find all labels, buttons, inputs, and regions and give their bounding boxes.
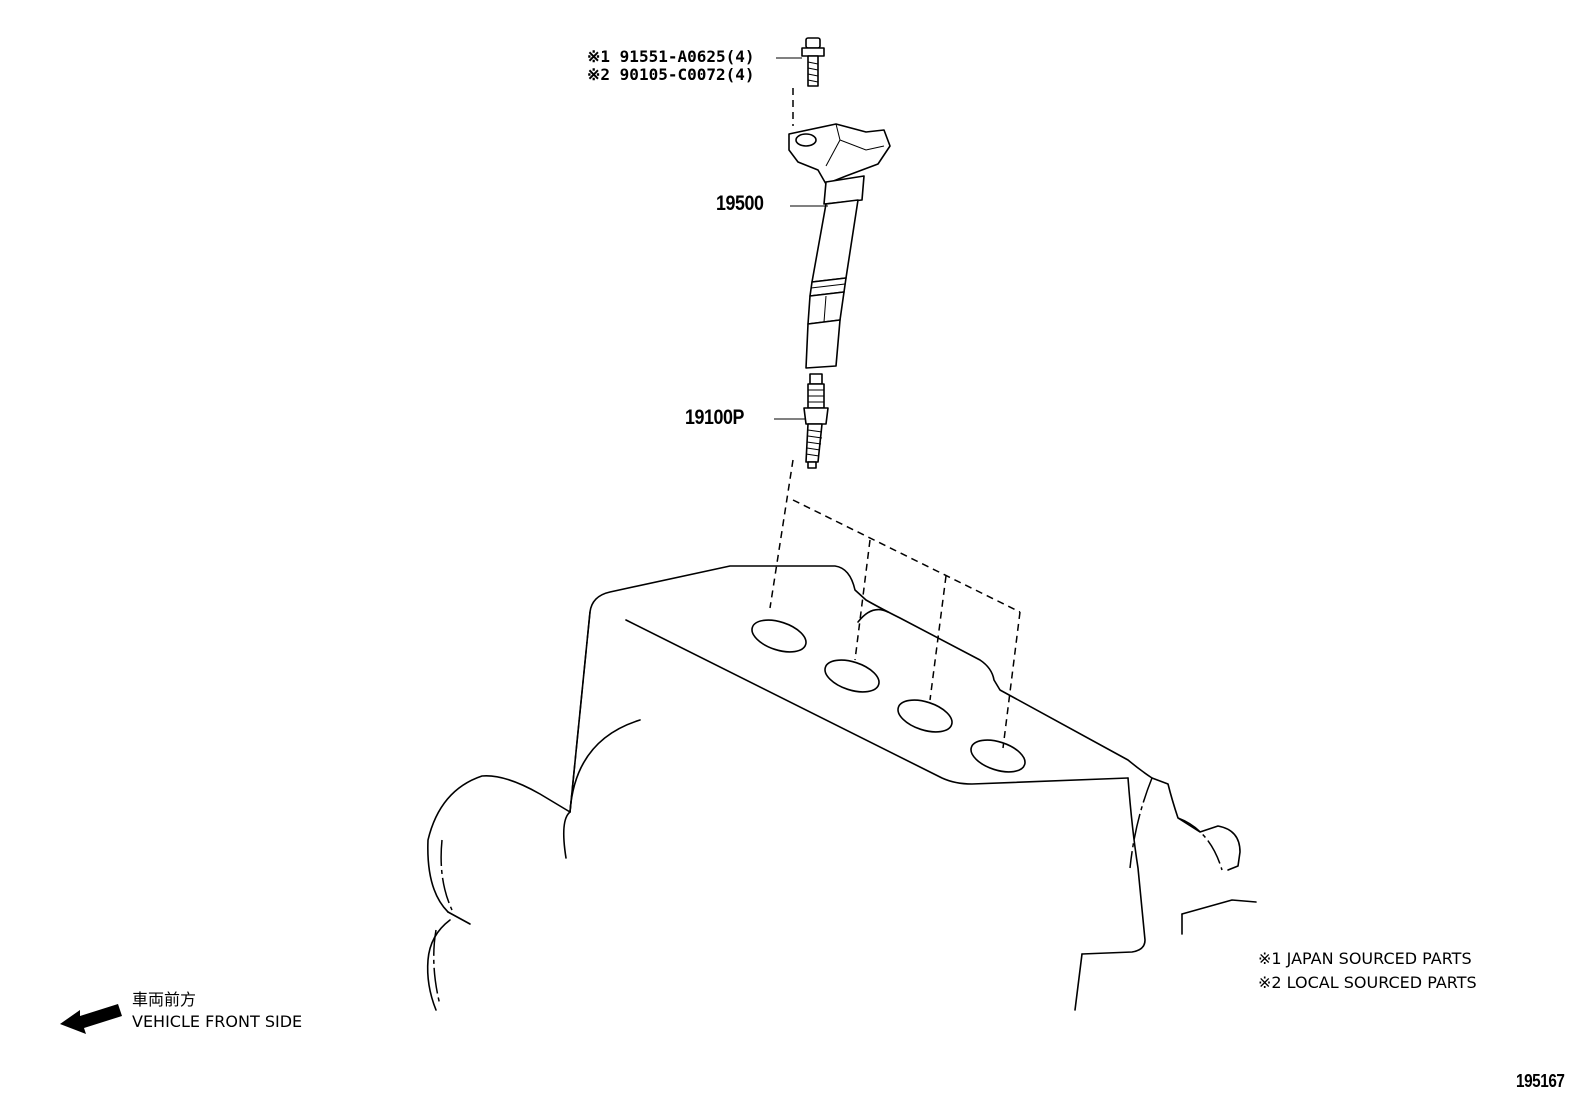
spark-plug-illustration [803, 373, 829, 469]
ignition-coil-part-number: 19500 [716, 192, 764, 215]
source-legend: ※1 JAPAN SOURCED PARTS ※2 LOCAL SOURCED … [1258, 947, 1477, 995]
vehicle-front-japanese: 車両前方 [132, 990, 197, 1009]
label-leaders [774, 57, 828, 420]
ignition-coil-illustration [788, 123, 891, 369]
legend-local-sourced: ※2 LOCAL SOURCED PARTS [1258, 973, 1477, 992]
spark-plug-part-number: 19100P [685, 406, 744, 429]
fastener-part-numbers: ※1 91551-A0625(4) ※2 90105-C0072(4) [587, 48, 755, 84]
vehicle-front-english: VEHICLE FRONT SIDE [132, 1012, 303, 1031]
bolt-illustration [801, 37, 825, 87]
illustration-number: 195167 [1516, 1071, 1565, 1091]
vehicle-front-arrow-icon [60, 1004, 122, 1034]
cylinder-holes [751, 608, 1026, 773]
fastener-line-2: ※2 90105-C0072(4) [587, 65, 755, 84]
vehicle-front-label: 車両前方 VEHICLE FRONT SIDE [132, 989, 302, 1033]
legend-japan-sourced: ※1 JAPAN SOURCED PARTS [1258, 949, 1472, 968]
engine-block-outline [426, 565, 1257, 1011]
fastener-line-1: ※1 91551-A0625(4) [587, 47, 755, 66]
